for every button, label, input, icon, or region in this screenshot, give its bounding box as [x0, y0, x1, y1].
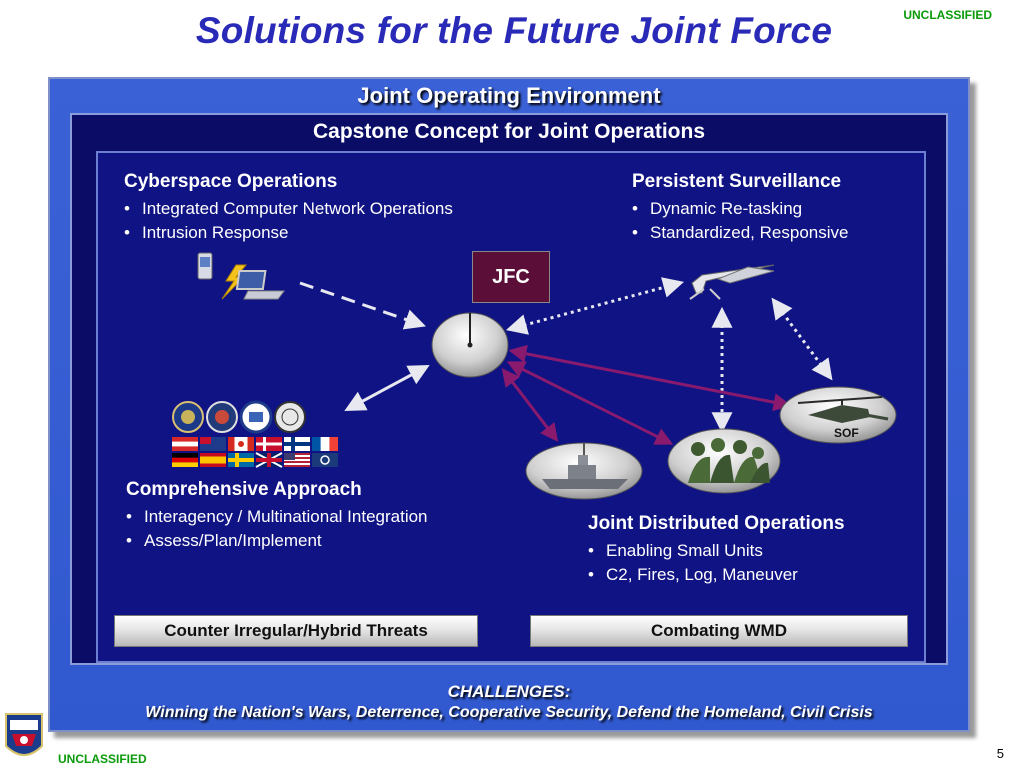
page-number: 5	[996, 746, 1004, 761]
persistent-surveillance: Persistent Surveillance Dynamic Re-taski…	[632, 171, 848, 245]
command-seal-logo	[5, 713, 43, 756]
link-jfc-soldiers	[506, 361, 674, 445]
comprehensive-approach: Comprehensive Approach Interagency / Mul…	[126, 479, 428, 553]
soldiers-icon	[667, 428, 781, 494]
distributed-item: C2, Fires, Log, Maneuver	[588, 563, 845, 587]
comprehensive-item: Interagency / Multinational Integration	[126, 505, 428, 529]
challenges-title: CHALLENGES:	[447, 682, 571, 701]
capstone-concept-panel: Capstone Concept for Joint Operations	[70, 113, 948, 665]
cyberspace-item: Intrusion Response	[124, 221, 453, 245]
jfc-node: JFC	[472, 251, 550, 303]
jfc-globe	[431, 312, 509, 378]
comprehensive-item: Assess/Plan/Implement	[126, 529, 428, 553]
challenges-banner: CHALLENGES: Winning the Nation's Wars, D…	[50, 682, 968, 722]
laptop-icon	[235, 270, 285, 300]
distributed-item: Enabling Small Units	[588, 539, 845, 563]
flag-icon	[200, 437, 226, 451]
flag-icon	[172, 453, 198, 467]
classification-bottom: UNCLASSIFIED	[58, 752, 147, 766]
sof-label: SOF	[834, 426, 859, 440]
distributed-heading: Joint Distributed Operations	[588, 513, 845, 534]
slide-title: Solutions for the Future Joint Force	[195, 10, 833, 51]
counter-threats-bar: Counter Irregular/Hybrid Threats	[114, 615, 478, 647]
agency-seal-icon	[206, 401, 238, 433]
flag-icon	[172, 437, 198, 451]
flag-icon	[284, 453, 310, 467]
concept-inner-panel: JFC SOF Cyberspace Operations Integrated…	[96, 151, 926, 663]
surveillance-heading: Persistent Surveillance	[632, 171, 842, 192]
helicopter-icon	[779, 386, 897, 444]
classification-top: UNCLASSIFIED	[903, 8, 992, 22]
flag-icon	[228, 437, 254, 451]
link-jfc-sof	[508, 344, 792, 412]
joint-operating-environment-frame: Joint Operating Environment Capstone Con…	[48, 77, 970, 732]
flag-icon	[228, 453, 254, 467]
pda-icon	[197, 252, 213, 280]
lightning-icon	[221, 264, 248, 300]
cyberspace-item: Integrated Computer Network Operations	[124, 197, 453, 221]
middle-title: Capstone Concept for Joint Operations	[312, 120, 706, 143]
agency-seal-icon	[172, 401, 204, 433]
agency-seal-icon	[239, 400, 273, 434]
flag-icon	[200, 453, 226, 467]
flag-icon	[284, 437, 310, 451]
challenges-text: Winning the Nation's Wars, Deterrence, C…	[145, 704, 873, 721]
cyberspace-operations: Cyberspace Operations Integrated Compute…	[124, 171, 453, 245]
flag-icon	[256, 437, 282, 451]
flag-icon	[312, 453, 338, 467]
link-uav-jfc	[505, 277, 685, 335]
surveillance-item: Dynamic Re-tasking	[632, 197, 848, 221]
diagram-graphics	[172, 252, 897, 500]
ship-icon	[525, 442, 643, 500]
link-coalition-jfc	[344, 365, 430, 411]
link-jfc-ship	[501, 368, 559, 442]
cyberspace-heading: Cyberspace Operations	[124, 171, 338, 192]
uav-icon	[689, 264, 775, 300]
agency-seal-icon	[274, 401, 306, 433]
outer-title: Joint Operating Environment	[357, 83, 661, 108]
flag-icon	[312, 437, 338, 451]
link-uav-sof	[771, 297, 833, 381]
link-cyber-jfc	[299, 281, 426, 330]
joint-distributed-operations: Joint Distributed Operations Enabling Sm…	[588, 513, 845, 587]
combating-wmd-bar: Combating WMD	[530, 615, 908, 647]
comprehensive-heading: Comprehensive Approach	[126, 479, 362, 500]
flag-icon	[255, 452, 283, 468]
surveillance-item: Standardized, Responsive	[632, 221, 848, 245]
